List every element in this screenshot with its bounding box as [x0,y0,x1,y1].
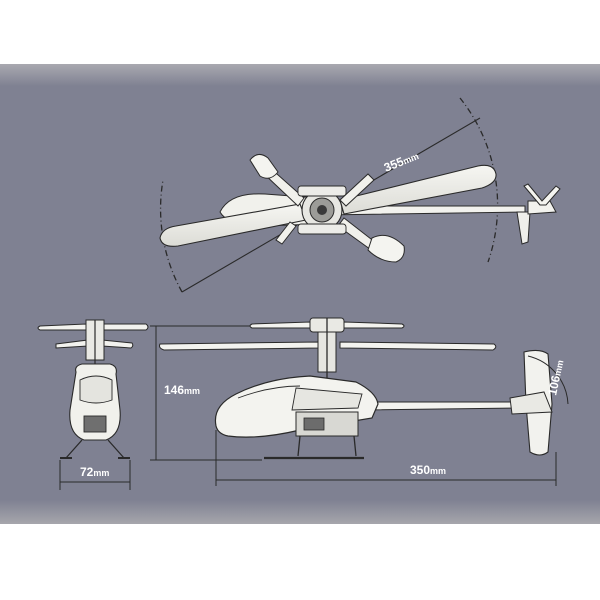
height-label: 146mm [164,383,200,397]
tail-rotor-label: 106mm [545,358,566,396]
front-rotor-blade-right [103,323,149,331]
tail-rotor-arc [527,355,569,405]
top-mixer-arm-right [339,173,375,207]
rotor-diameter-label: 355mm [382,148,421,174]
diagram-background [0,64,600,524]
front-battery [83,415,107,433]
front-rotor-blade-left [37,323,87,331]
length-label: 350mm [410,463,446,477]
top-tail-fin [516,211,531,245]
side-tail-gearbox [509,391,553,415]
side-main-blade-right [339,341,497,351]
front-landing-struts [65,439,125,459]
background-bottom-shading [0,500,600,524]
side-flybar-right [343,321,405,329]
front-flybar-right [101,339,134,349]
front-flybar-left [55,339,89,349]
top-blade-grip-lower [297,223,347,235]
top-flybar-paddle-upper [249,154,279,179]
top-tail-rotor-blades [523,183,561,206]
top-blade-grip-upper [297,185,347,197]
front-view: 72mm [37,319,149,490]
side-view: 106mm 350mm [159,317,569,486]
top-mixer-arm-left [275,221,297,245]
top-view: 355mm [159,97,561,293]
height-dimension: 146mm [150,325,262,461]
side-battery [303,417,325,431]
background-top-shading [0,64,600,86]
front-canopy-window [79,375,113,404]
side-landing-struts [297,435,357,457]
top-flybar-paddle-lower [367,234,405,263]
side-main-blade-left [159,341,319,351]
side-canopy-stripe [291,387,363,411]
side-flybar-left [249,321,311,329]
top-rotor-shaft [317,205,327,215]
side-tail-boom [365,401,521,411]
top-rotor-blade-right [339,164,497,215]
side-canopy-line [237,385,301,399]
width-label: 72mm [80,465,109,479]
